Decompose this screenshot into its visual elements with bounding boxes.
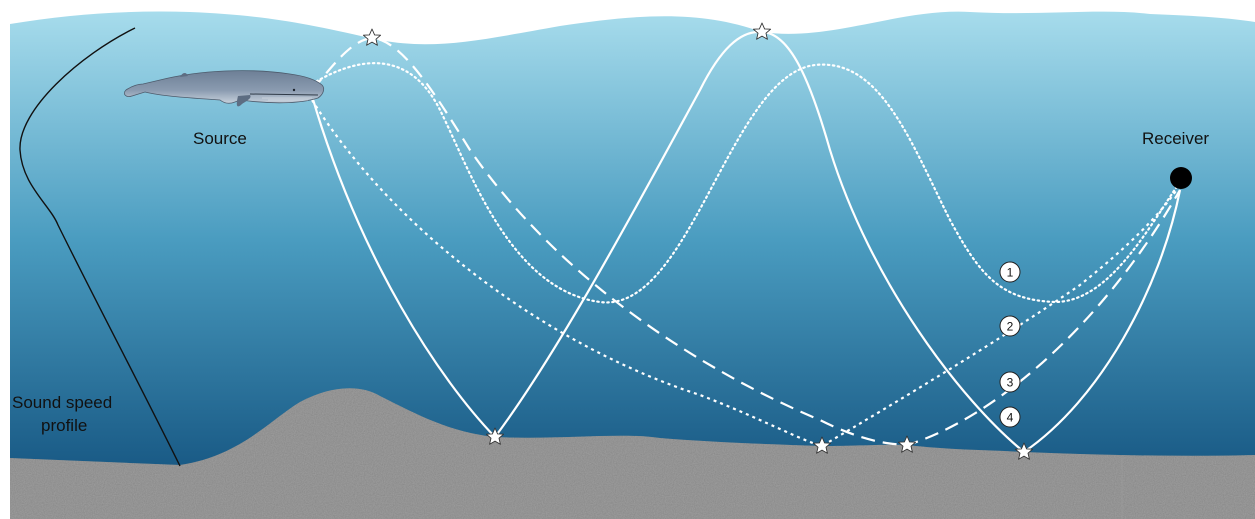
- whale-icon: [124, 70, 325, 107]
- ray-path-3: [311, 36, 1181, 447]
- path-number-marker-1: 1: [999, 261, 1021, 283]
- ray-path-1: [310, 62, 1182, 304]
- path-number-marker-4: 4: [999, 406, 1021, 428]
- path-number-marker-3: 3: [999, 371, 1021, 393]
- sound-speed-profile-curve: [19, 27, 181, 467]
- path-number-text: 3: [1007, 376, 1014, 390]
- receiver-label: Receiver: [1142, 129, 1209, 148]
- path-number-circle: [999, 406, 1021, 428]
- path-number-text: 2: [1007, 320, 1014, 334]
- receiver-dot: [1170, 167, 1192, 189]
- water-body: [10, 11, 1255, 519]
- path-number-marker-2: 2: [999, 315, 1021, 337]
- path-number-circle: [999, 261, 1021, 283]
- path-number-circle: [999, 371, 1021, 393]
- sound-speed-profile-label-line2: profile: [41, 416, 87, 435]
- path-number-text: 4: [1007, 411, 1014, 425]
- seafloor: [10, 388, 1255, 519]
- sound-speed-profile-label-line1: Sound speed: [12, 393, 112, 412]
- ray-path-2: [311, 99, 1181, 448]
- path-number-markers: 1 2 3 4: [999, 261, 1021, 428]
- path-number-text: 1: [1007, 266, 1014, 280]
- path-number-circle: [999, 315, 1021, 337]
- source-label: Source: [193, 129, 247, 148]
